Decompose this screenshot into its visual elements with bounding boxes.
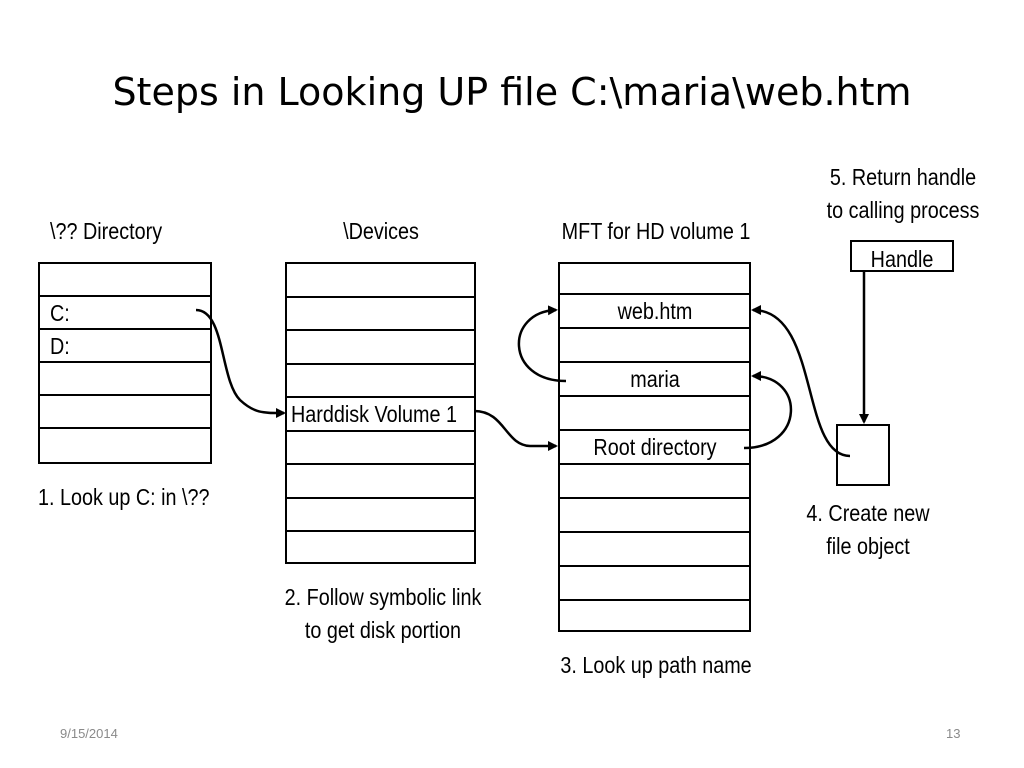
directory-table: C: D:: [38, 262, 212, 464]
mft-row: [560, 533, 749, 567]
directory-row-d: D:: [40, 330, 210, 363]
mft-entry-maria: maria: [629, 365, 680, 392]
arrow-harddisk-to-root: [473, 409, 558, 451]
footer-page-number: 13: [946, 726, 961, 741]
arrow-c-to-harddisk: [195, 308, 286, 419]
step-3-caption: 3. Look up path name: [560, 652, 752, 678]
mft-row-root: Root directory: [560, 431, 749, 465]
handle-box: Handle: [850, 240, 954, 272]
mft-entry-web-htm: web.htm: [617, 297, 692, 324]
devices-row: [287, 465, 474, 499]
directory-row: [40, 363, 210, 396]
mft-row-maria: maria: [560, 363, 749, 397]
slide-title: Steps in Looking UP file C:\maria\web.ht…: [112, 70, 912, 114]
devices-table: Harddisk Volume 1: [285, 262, 476, 564]
devices-row: [287, 365, 474, 398]
step-4-caption-line2: file object: [826, 533, 910, 559]
arrow-fileobj-to-webhtm: [751, 305, 851, 458]
footer-date: 9/15/2014: [60, 726, 118, 741]
mft-row: [560, 397, 749, 431]
step-5-caption-line1: 5. Return handle: [829, 164, 977, 190]
directory-entry-c: C:: [50, 300, 70, 326]
step-2-caption-line2: to get disk portion: [304, 617, 462, 643]
handle-label: Handle: [870, 246, 934, 272]
directory-row: [40, 264, 210, 297]
step-1-caption: 1. Look up C: in \??: [38, 484, 210, 510]
directory-row-c: C:: [40, 297, 210, 330]
arrow-maria-to-webhtm: [517, 305, 567, 383]
directory-row: [40, 396, 210, 429]
mft-row: [560, 264, 749, 295]
devices-row: [287, 432, 474, 465]
devices-row: [287, 331, 474, 365]
mft-row: [560, 567, 749, 601]
directory-header: \?? Directory: [50, 218, 163, 244]
step-4-caption-line1: 4. Create new: [806, 500, 930, 526]
mft-entry-root-directory: Root directory: [592, 433, 717, 460]
devices-row: [287, 298, 474, 331]
devices-header: \Devices: [343, 218, 419, 244]
mft-header: MFT for HD volume 1: [561, 218, 751, 244]
mft-row: [560, 465, 749, 499]
mft-row: [560, 329, 749, 363]
step-5-caption-line2: to calling process: [826, 197, 980, 223]
devices-row: [287, 499, 474, 532]
step-2-caption-line1: 2. Follow symbolic link: [284, 584, 482, 610]
arrow-root-to-maria: [743, 371, 793, 450]
devices-row: [287, 264, 474, 298]
mft-table: web.htm maria Root directory: [558, 262, 751, 632]
harddisk-volume-entry: Harddisk Volume 1: [291, 401, 458, 427]
mft-row: [560, 499, 749, 533]
devices-row-harddisk: Harddisk Volume 1: [287, 398, 474, 432]
directory-entry-d: D:: [50, 333, 70, 359]
mft-row-web-htm: web.htm: [560, 295, 749, 329]
file-object-box: [836, 424, 890, 486]
